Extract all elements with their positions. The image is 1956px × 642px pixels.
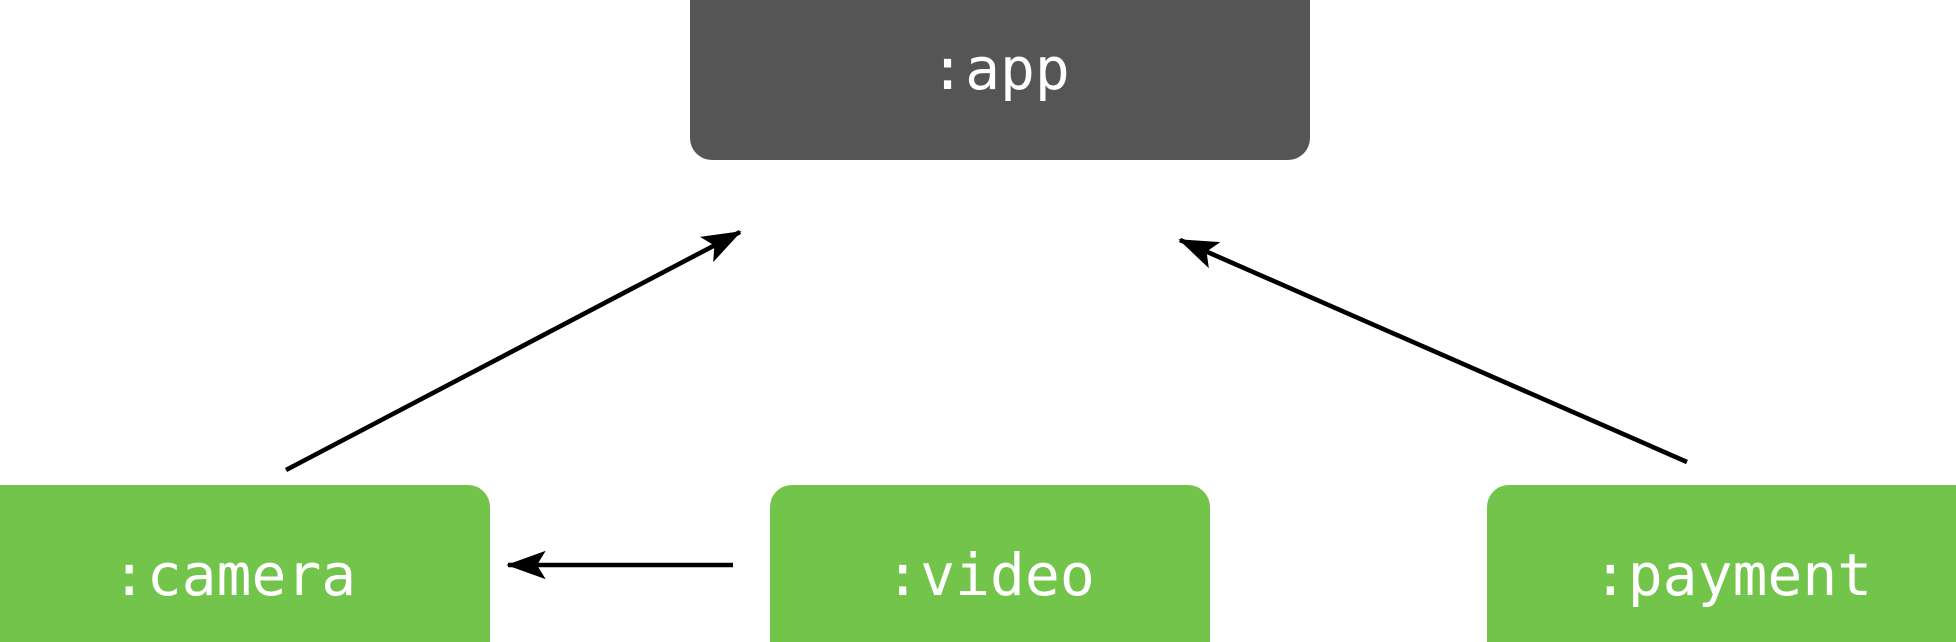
node-app[interactable]: :app: [690, 0, 1310, 160]
node-payment[interactable]: :payment: [1487, 485, 1956, 642]
node-video-label: :video: [885, 540, 1095, 609]
edge-camera-to-app: [284, 229, 742, 473]
node-camera[interactable]: :camera: [0, 485, 490, 642]
node-camera-label: :camera: [111, 540, 357, 609]
node-payment-label: :payment: [1592, 540, 1873, 609]
node-app-label: :app: [930, 35, 1070, 103]
edge-payment-to-app: [1178, 237, 1688, 465]
node-video[interactable]: :video: [770, 485, 1210, 642]
